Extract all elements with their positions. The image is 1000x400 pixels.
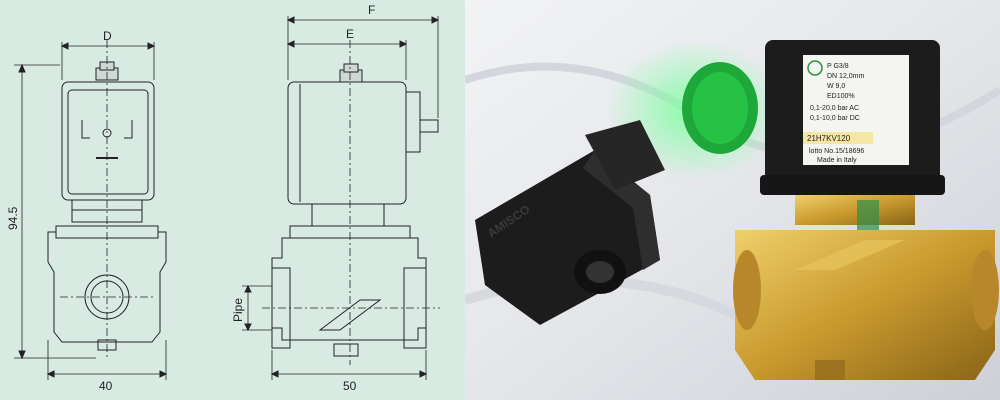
dim-f-line — [286, 16, 440, 118]
dim-f-label: F — [368, 3, 375, 17]
green-cap — [682, 62, 758, 154]
din-connector: AMISCO — [475, 120, 665, 325]
dim-40-label: 40 — [99, 379, 113, 393]
dim-e-line — [286, 40, 408, 80]
label-lot: lotto No.15/18696 — [809, 148, 864, 155]
label-line3: W 9,0 — [827, 83, 845, 90]
label-line6: 0,1-10,0 bar DC — [810, 115, 860, 122]
dim-pipe-line — [242, 284, 272, 332]
brass-valve-body — [733, 195, 999, 380]
photo-svg: AMISCO — [465, 0, 1000, 400]
front-view — [47, 40, 167, 360]
technical-drawing: D F E 94.5 Pipe 40 50 — [0, 0, 465, 400]
coil — [760, 40, 945, 195]
dim-e-label: E — [346, 27, 354, 41]
product-photo: AMISCO — [465, 0, 1000, 400]
dim-40-line — [46, 340, 168, 380]
label-line4: ED100% — [827, 93, 855, 100]
side-view — [262, 40, 440, 365]
dim-d-label: D — [103, 29, 112, 43]
label-code: 21H7KV120 — [807, 134, 851, 143]
dim-50-line — [270, 350, 428, 380]
dim-50-label: 50 — [343, 379, 357, 393]
drawing-svg: D F E 94.5 Pipe 40 50 — [6, 3, 440, 393]
label-line1: P G3/8 — [827, 63, 849, 70]
dim-d-line — [60, 42, 156, 80]
label-line2: DN 12,0mm — [827, 73, 865, 80]
dim-height-line — [14, 63, 96, 360]
dim-pipe-label: Pipe — [231, 298, 245, 322]
dim-height-label: 94.5 — [6, 206, 20, 230]
label-origin: Made in Italy — [817, 157, 857, 164]
label-line5: 0,1-20,0 bar AC — [810, 105, 859, 112]
